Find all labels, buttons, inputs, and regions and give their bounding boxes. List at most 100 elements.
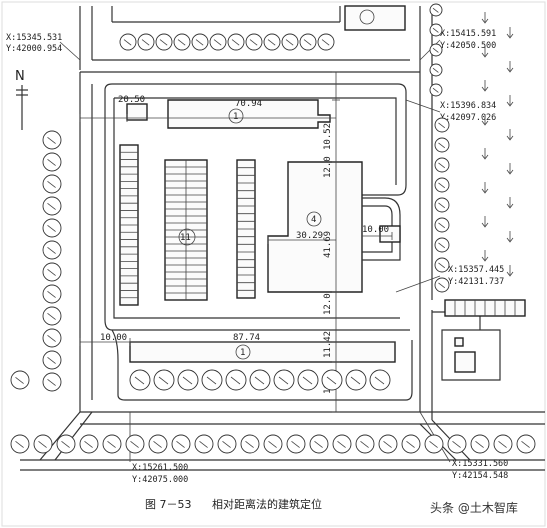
- tree-texture-line: [61, 440, 70, 448]
- tree-texture-line: [438, 142, 446, 149]
- tree-texture-line: [452, 440, 461, 448]
- tree-icon: [378, 434, 398, 454]
- tree-texture-line: [245, 440, 254, 448]
- tree-icon: [125, 434, 145, 454]
- tree-texture-line: [438, 122, 446, 129]
- slope-arrow-head: [506, 237, 514, 243]
- tree-icon: [102, 434, 122, 454]
- tree-texture-line: [321, 39, 330, 46]
- parking-block-11: [164, 159, 208, 301]
- tree-icon: [177, 369, 199, 391]
- tree-texture-line: [47, 202, 56, 210]
- tree-icon: [434, 217, 450, 233]
- figure-title: 相对距离法的建筑定位: [212, 497, 322, 511]
- tree-texture-line: [285, 39, 294, 46]
- tree-texture-line: [47, 224, 56, 232]
- tree-icon: [263, 33, 281, 51]
- tree-icon: [42, 130, 62, 150]
- building-label-center: 4: [311, 215, 316, 225]
- tree-texture-line: [158, 376, 169, 385]
- tree-icon: [42, 262, 62, 282]
- tree-icon: [434, 157, 450, 173]
- watermark: 头条 @土木智库: [430, 500, 518, 515]
- tree-icon: [345, 369, 367, 391]
- tree-texture-line: [213, 39, 222, 46]
- tree-texture-line: [303, 39, 312, 46]
- tree-icon: [317, 33, 335, 51]
- tree-icon: [369, 369, 391, 391]
- tree-texture-line: [374, 376, 385, 385]
- tree-texture-line: [47, 136, 56, 144]
- tree-texture-line: [360, 440, 369, 448]
- roads: [20, 5, 545, 471]
- tree-texture-line: [438, 162, 446, 169]
- tree-icon: [447, 434, 467, 454]
- tree-texture-line: [406, 440, 415, 448]
- tree-texture-line: [383, 440, 392, 448]
- building-hatched-right: [444, 299, 526, 317]
- tree-icon: [245, 33, 263, 51]
- building-7: [344, 5, 406, 31]
- tree-icon: [429, 43, 443, 57]
- slope-arrow-head: [481, 86, 489, 92]
- tree-icon: [424, 434, 444, 454]
- tree-texture-line: [84, 440, 93, 448]
- coord-bottomright-x: X:15331.560: [452, 459, 508, 469]
- tree-icon: [434, 237, 450, 253]
- tree-icon: [240, 434, 260, 454]
- tree-icon: [155, 33, 173, 51]
- tree-texture-line: [47, 268, 56, 276]
- tree-texture-line: [159, 39, 168, 46]
- dim-87-74: 87.74: [233, 333, 260, 343]
- tree-icon: [194, 434, 214, 454]
- tree-texture-line: [432, 47, 439, 53]
- tree-icon: [299, 33, 317, 51]
- building-label-parking: 11: [180, 233, 191, 243]
- tree-texture-line: [176, 440, 185, 448]
- tree-texture-line: [230, 376, 241, 385]
- dim-12-0-bottom: 12.0: [323, 293, 333, 315]
- tree-icon: [429, 3, 443, 17]
- tree-icon: [42, 284, 62, 304]
- tree-icon: [137, 33, 155, 51]
- tree-texture-line: [130, 440, 139, 448]
- tree-texture-line: [47, 378, 56, 386]
- tree-icon: [227, 33, 245, 51]
- tree-icon: [42, 174, 62, 194]
- dim-41-69: 41.69: [323, 231, 333, 258]
- slope-arrow-head: [506, 271, 514, 277]
- tree-texture-line: [222, 440, 231, 448]
- building-top-1: 1: [126, 99, 331, 129]
- tree-texture-line: [249, 39, 258, 46]
- parking-strip-left: [119, 144, 139, 306]
- slope-arrow-head: [506, 33, 514, 39]
- tree-icon: [273, 369, 295, 391]
- tree-icon: [321, 369, 343, 391]
- tree-texture-line: [438, 262, 446, 269]
- tree-icon: [42, 372, 62, 392]
- figure-number: 图 7－53: [145, 498, 192, 511]
- slope-arrow-head: [481, 154, 489, 160]
- tree-icon: [42, 328, 62, 348]
- tree-texture-line: [134, 376, 145, 385]
- north-label: N: [15, 69, 25, 84]
- tree-texture-line: [475, 440, 484, 448]
- tree-texture-line: [195, 39, 204, 46]
- tree-texture-line: [268, 440, 277, 448]
- tree-icon: [297, 369, 319, 391]
- dim-20-50: 20.50: [118, 95, 145, 105]
- tree-texture-line: [182, 376, 193, 385]
- tree-texture-line: [438, 282, 446, 289]
- tree-texture-line: [107, 440, 116, 448]
- tree-texture-line: [141, 39, 150, 46]
- tree-texture-line: [432, 87, 439, 93]
- tree-icon: [516, 434, 536, 454]
- tree-icon: [286, 434, 306, 454]
- tree-icon: [10, 370, 30, 390]
- tree-texture-line: [254, 376, 265, 385]
- slope-arrow-head: [506, 169, 514, 175]
- tree-texture-line: [231, 39, 240, 46]
- tree-texture-line: [177, 39, 186, 46]
- building-label-top: 1: [233, 112, 238, 122]
- tree-icon: [309, 434, 329, 454]
